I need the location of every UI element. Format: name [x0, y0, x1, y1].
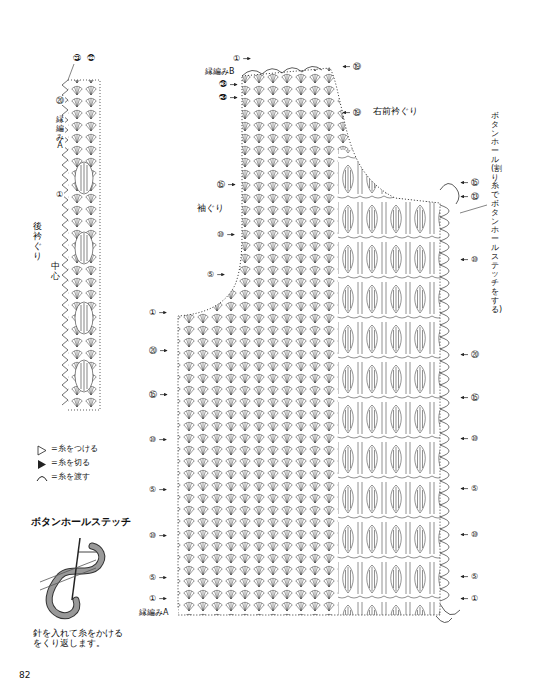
- legend-symbols: [37, 446, 47, 481]
- row-number: ⑮: [470, 178, 480, 187]
- back-neck-outline: [68, 80, 100, 410]
- row-direction-arrow: [461, 259, 468, 260]
- edging-label: 縁編みB: [204, 67, 236, 76]
- row-number: ⑲: [352, 62, 362, 71]
- row-direction-arrow: [159, 312, 166, 313]
- row-number: ⑤: [206, 270, 215, 279]
- back-neck-chart: [60, 75, 105, 415]
- row-number: ⑤: [148, 485, 157, 494]
- legend-text: =糸を渡す: [50, 472, 91, 481]
- carry-yarn-symbol: [37, 477, 47, 482]
- part-label: 袖ぐり: [196, 203, 225, 213]
- row-direction-arrow: [461, 182, 468, 183]
- row-number: ⑤: [470, 572, 479, 581]
- buttonhole-stitch-illustration: [40, 538, 102, 616]
- part-label: 右前衿ぐり: [372, 106, 419, 116]
- row-direction-arrow: [160, 394, 167, 395]
- row-number: ⑩: [148, 531, 157, 540]
- row-number: ①: [148, 594, 157, 603]
- cut-yarn-symbol: [38, 460, 46, 469]
- part-label: 中心: [50, 262, 61, 282]
- front-band: [440, 205, 449, 601]
- row-direction-arrow: [230, 84, 237, 85]
- row-number: ⑩: [216, 230, 225, 239]
- row-number: ⑳: [148, 346, 158, 355]
- row-number: ①: [55, 190, 64, 199]
- row-direction-arrow: [461, 576, 468, 577]
- buttonhole-note: ボタンホール (割り糸でボタンホールステッチをする): [490, 112, 500, 314]
- row-number: ⑩: [470, 434, 479, 443]
- legend-text: =糸をつける: [50, 444, 99, 453]
- row-direction-arrow: [217, 274, 224, 275]
- row-number: ㉒: [86, 54, 96, 63]
- row-number: ⑮: [470, 393, 480, 402]
- row-direction-arrow: [227, 234, 234, 235]
- row-arrows: [159, 59, 468, 599]
- row-number: ⑩: [470, 255, 479, 264]
- row-direction-arrow: [343, 66, 350, 67]
- row-number: ⑤: [148, 573, 157, 582]
- row-number: ㉖: [218, 93, 228, 102]
- row-direction-arrow: [159, 489, 166, 490]
- section-heading: ボタンホールステッチ: [30, 516, 132, 528]
- row-number: ⑬: [470, 192, 480, 201]
- row-direction-arrow: [461, 488, 468, 489]
- row-number: ⑩: [470, 530, 479, 539]
- edging-label: 縁編みA: [55, 116, 65, 151]
- row-number: ⑲: [352, 108, 362, 117]
- row-number: ㉓: [72, 54, 82, 63]
- row-number: ①: [470, 594, 479, 603]
- row-direction-arrow: [230, 97, 237, 98]
- row-direction-arrow: [461, 397, 468, 398]
- row-direction-arrow: [461, 438, 468, 439]
- row-number: ①: [232, 54, 241, 63]
- row-number: ㉘: [218, 80, 228, 89]
- chart-outline: [178, 68, 440, 615]
- row-direction-arrow: [461, 534, 468, 535]
- edging-b: [242, 66, 322, 76]
- row-number: ①: [148, 308, 157, 317]
- stitch-pattern: [170, 60, 450, 620]
- corner-shell: [436, 183, 460, 622]
- row-direction-arrow: [243, 58, 250, 59]
- edging-label: 縁編みA: [138, 608, 178, 617]
- row-direction-arrow: [159, 535, 166, 536]
- leader-line: [68, 64, 74, 80]
- leader-line: [460, 205, 487, 213]
- attach-yarn-symbol: [38, 446, 46, 455]
- legend-text: =糸を切る: [50, 458, 91, 467]
- row-direction-arrow: [159, 598, 166, 599]
- pineapple-motif: [75, 162, 93, 392]
- row-direction-arrow: [160, 350, 167, 351]
- page-number: 82: [18, 670, 31, 680]
- row-direction-arrow: [343, 112, 350, 113]
- row-direction-arrow: [228, 184, 235, 185]
- row-number: ⑮: [148, 390, 158, 399]
- row-number: ⑳: [55, 96, 65, 105]
- row-direction-arrow: [461, 196, 468, 197]
- row-direction-arrow: [159, 577, 166, 578]
- row-direction-arrow: [461, 354, 468, 355]
- row-number: ⑳: [470, 350, 480, 359]
- row-direction-arrow: [159, 439, 166, 440]
- row-direction-arrow: [461, 598, 468, 599]
- row-number: ⑩: [148, 435, 157, 444]
- part-label: 後衿ぐり: [32, 222, 43, 262]
- row-number: ⑮: [216, 180, 226, 189]
- row-number: ⑤: [470, 484, 479, 493]
- instruction-note: 針を入れて糸をかける をくり返します。: [32, 628, 130, 649]
